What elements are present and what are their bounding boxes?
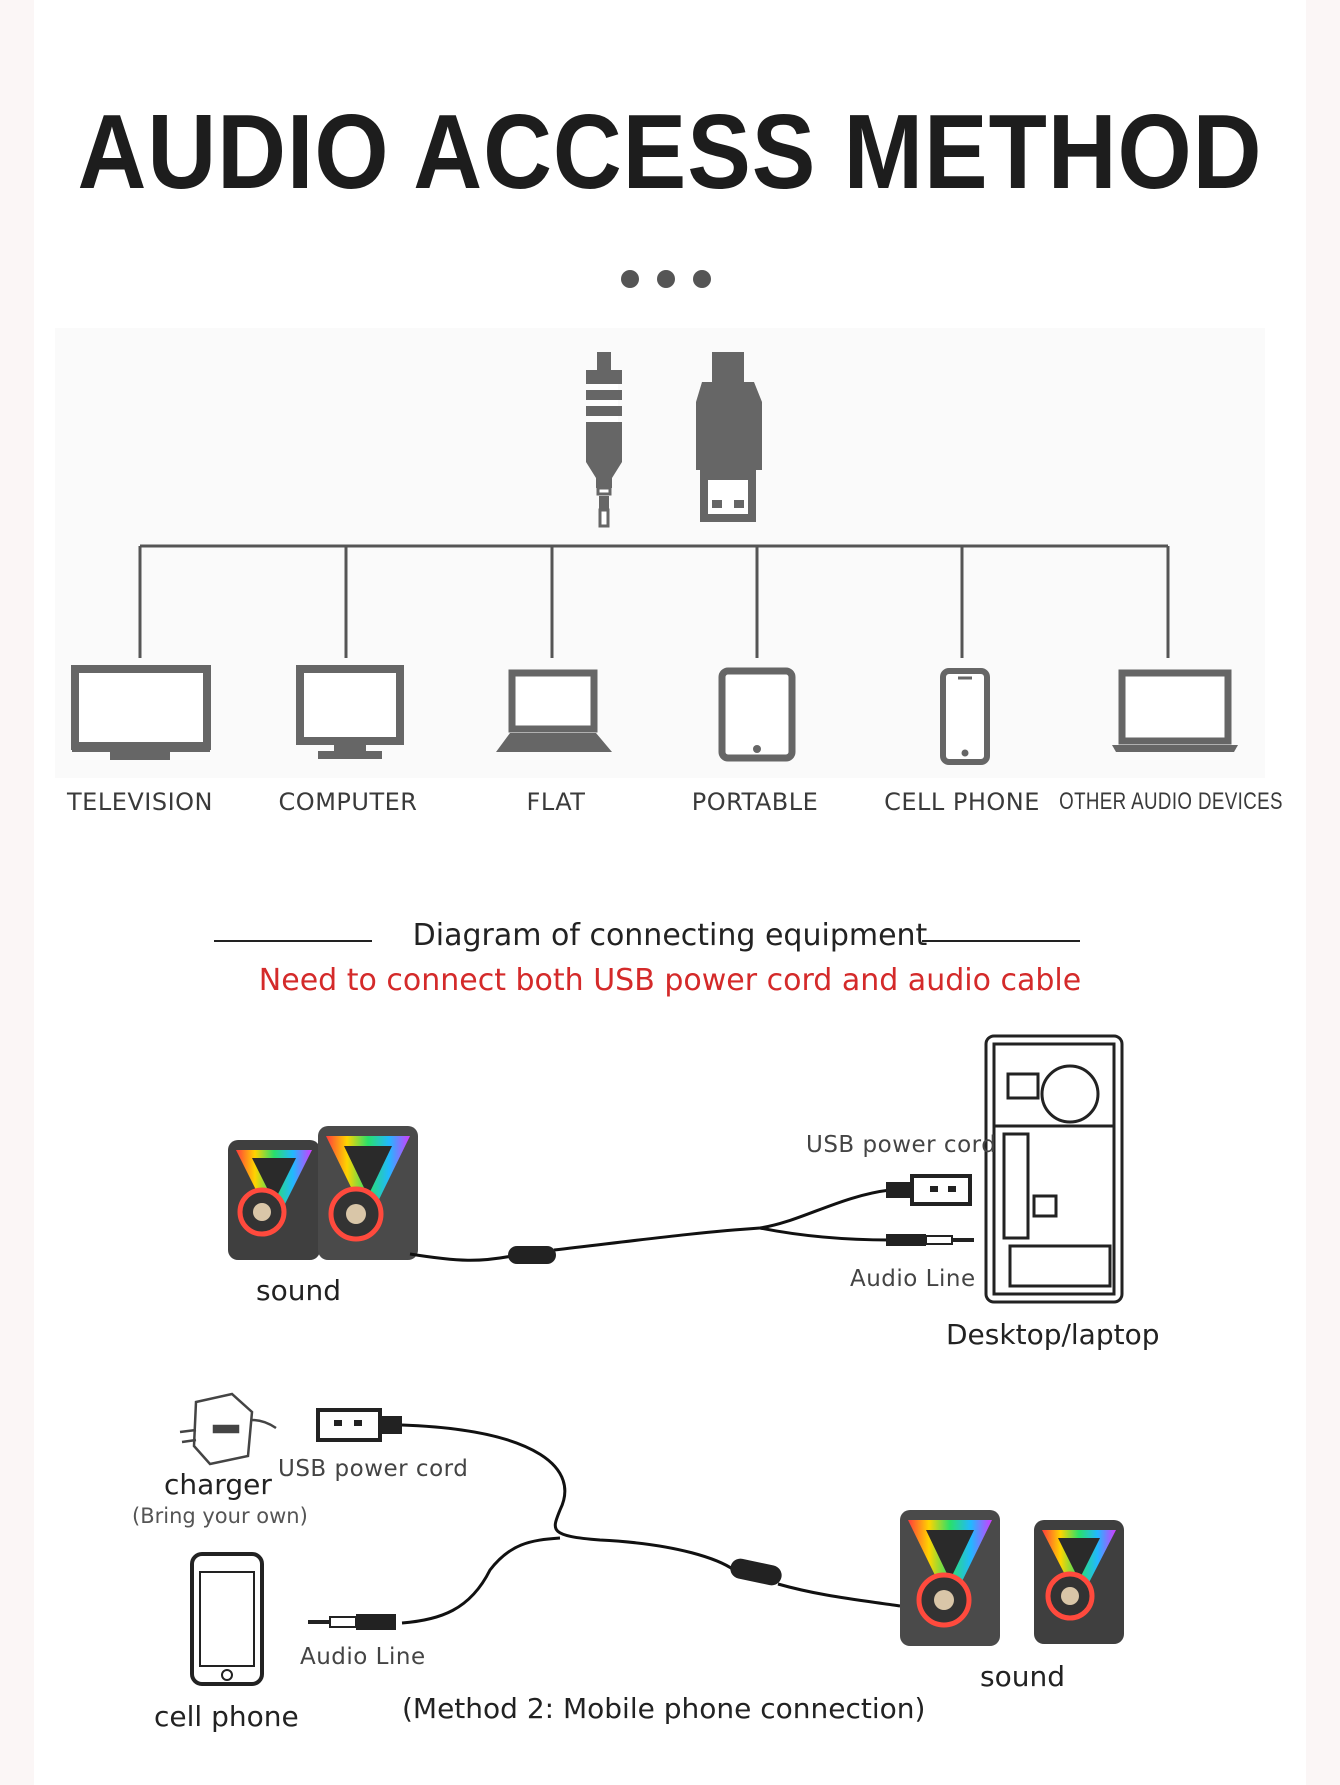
inline-control-icon [730, 1558, 782, 1586]
speaker-right-icon [1034, 1520, 1124, 1644]
speaker-left-icon [900, 1510, 1000, 1646]
divider-left [214, 940, 372, 942]
audio-line-label-method1: Audio Line [850, 1266, 976, 1292]
usb-power-cord-label-method1: USB power cord [806, 1132, 997, 1158]
device-label-cell-phone: CELL PHONE [884, 788, 1040, 816]
usb-connector-icon [886, 1174, 972, 1206]
divider-right [922, 940, 1080, 942]
computer-monitor-icon [296, 665, 404, 759]
device-label-other-audio-devices: OTHER AUDIO DEVICES [1059, 788, 1283, 815]
diagram-subtitle: Need to connect both USB power cord and … [258, 963, 1082, 998]
desktop-laptop-label: Desktop/laptop [946, 1318, 1160, 1351]
device-label-portable: PORTABLE [691, 788, 819, 816]
device-label-flat: FLAT [526, 788, 586, 816]
method2-caption: (Method 2: Mobile phone connection) [402, 1692, 926, 1725]
speaker-right-icon [318, 1126, 418, 1260]
device-panel [55, 328, 1265, 778]
audio-plug-icon [308, 1614, 396, 1630]
device-label-television: TELEVISION [66, 788, 214, 816]
sound-label-method1: sound [256, 1274, 341, 1307]
charger-note: (Bring your own) [132, 1504, 308, 1528]
page-title: AUDIO ACCESS METHOD [77, 93, 1263, 211]
dots-divider [612, 270, 720, 292]
connection-tree [71, 352, 1238, 765]
cell-phone-icon [190, 1552, 264, 1686]
laptop-icon [1112, 669, 1238, 752]
audio-line-label-method2: Audio Line [300, 1644, 426, 1670]
speaker-left-icon [228, 1140, 320, 1260]
audio-jack-icon [586, 352, 622, 528]
usb-plug-icon [696, 352, 762, 522]
charger-icon [179, 1392, 277, 1466]
desktop-tower-icon [984, 1034, 1124, 1304]
cell-phone-label: cell phone [154, 1700, 299, 1733]
cell-phone-icon [940, 668, 990, 765]
television-icon [71, 665, 211, 760]
page-sheet [34, 0, 1306, 1785]
diagram-title: Diagram of connecting equipment [412, 918, 928, 953]
sound-label-method2: sound [980, 1660, 1065, 1693]
laptop-icon [496, 669, 612, 752]
charger-label: charger [164, 1468, 272, 1501]
usb-connector-icon [316, 1408, 402, 1442]
inline-control-icon [508, 1246, 556, 1264]
tablet-icon [718, 667, 796, 762]
device-label-computer: COMPUTER [278, 788, 418, 816]
usb-power-cord-label-method2: USB power cord [278, 1456, 469, 1482]
audio-plug-icon [886, 1234, 974, 1246]
